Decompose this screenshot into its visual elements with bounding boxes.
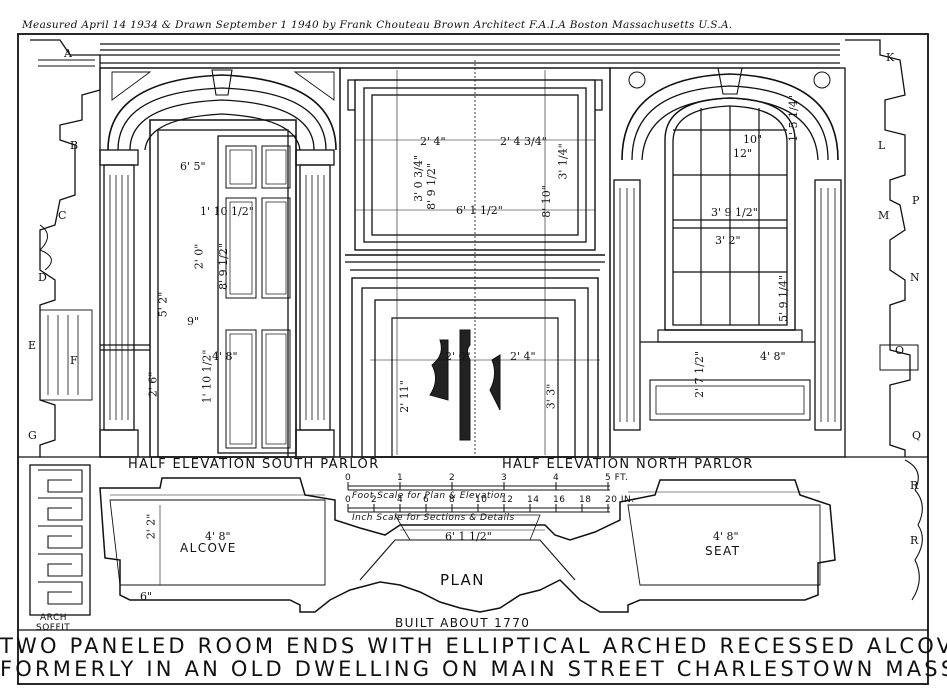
section-key-letter: E	[28, 339, 37, 352]
scale-tick-label: 5 FT.	[605, 473, 629, 483]
section-key-letter: C	[58, 209, 67, 222]
scale-tick-label: 4	[397, 495, 404, 505]
section-key-letter: G	[28, 429, 37, 442]
dim-label: 4' 8"	[205, 530, 231, 543]
dim-label: 5' 2"	[156, 291, 170, 318]
dim-label: 4' 8"	[760, 350, 786, 363]
scale-tick-label: 0	[345, 495, 352, 505]
section-key-letter: L	[878, 139, 886, 152]
seat-label: SEAT	[705, 544, 741, 558]
right-profile-section	[845, 39, 923, 601]
dim-label: 2' 2"	[144, 513, 158, 540]
scale-tick-label: 3	[501, 473, 508, 483]
dim-label: 12"	[733, 147, 753, 160]
scale-tick-label: 12	[501, 495, 514, 505]
dim-label: 6' 1 1/2"	[456, 204, 503, 217]
scale-tick-label: 4	[553, 473, 560, 483]
dim-label: 6' 1 1/2"	[445, 530, 492, 543]
dim-label: 9"	[187, 315, 200, 328]
inch-scale-bar	[347, 504, 610, 513]
scale-tick-label: 0	[345, 473, 352, 483]
north-alcove	[609, 67, 846, 458]
section-key-letter: P	[912, 194, 920, 207]
dim-label: 8' 10"	[539, 185, 553, 218]
section-key-letter: B	[70, 139, 79, 152]
dim-label: 8' 9 1/2"	[216, 243, 230, 290]
section-key-letter: A	[64, 47, 72, 60]
dim-label: 2' 6"	[146, 371, 160, 398]
dim-label: 3' 9 1/2"	[711, 206, 758, 219]
section-key-letter: F	[70, 354, 78, 367]
dim-label: 2' 4"	[420, 135, 446, 148]
scale-tick-label: 10	[475, 495, 488, 505]
drawing-border	[17, 33, 929, 685]
foot-scale-label: Foot Scale for Plan & Elevation	[352, 491, 507, 501]
title-line-1: TWO PANELED ROOM ENDS WITH ELLIPTICAL AR…	[0, 634, 947, 658]
cornice	[100, 43, 840, 69]
dim-label: 8' 9 1/2"	[424, 163, 438, 210]
chimney-breast	[339, 60, 611, 458]
dim-label: 2' 0"	[192, 243, 206, 270]
scale-tick-label: 6	[423, 495, 430, 505]
scale-tick-label: 14	[527, 495, 540, 505]
inch-scale-label: Inch Scale for Sections & Details	[352, 513, 515, 523]
north-parlor-caption: HALF ELEVATION NORTH PARLOR	[502, 457, 754, 472]
dim-label: 4' 8"	[212, 350, 238, 363]
dim-label: 6' 5"	[180, 160, 206, 173]
scale-tick-label: 8	[449, 495, 456, 505]
scale-tick-label: 16	[553, 495, 566, 505]
south-parlor-caption: HALF ELEVATION SOUTH PARLOR	[128, 457, 380, 472]
left-profile-section	[30, 39, 101, 457]
scale-tick-label: 2	[449, 473, 456, 483]
alcove-label: ALCOVE	[180, 541, 237, 555]
dim-label: 1' 5 1/4"	[786, 95, 800, 142]
arch-soffit-label-2: SOFFIT	[36, 623, 71, 633]
section-key-letter: R	[910, 534, 919, 547]
dim-label: 2' 4"	[510, 350, 536, 363]
foot-scale-bar	[347, 482, 610, 491]
floor-plan	[99, 477, 836, 613]
plan-label: PLAN	[440, 571, 485, 589]
section-key-letter: R	[910, 479, 919, 492]
scale-tick-label: 2	[371, 495, 378, 505]
scale-tick-label: 1	[397, 473, 404, 483]
dim-label: 2' 11"	[397, 380, 411, 413]
dim-label: 5' 9 1/4"	[776, 275, 790, 322]
dim-label: 3' 3"	[544, 383, 558, 410]
dim-label: 2' 0"	[445, 350, 471, 363]
dim-label: 3' 1/4"	[556, 143, 570, 180]
arch-soffit-fret	[29, 464, 91, 616]
dim-label: 10"	[743, 133, 763, 146]
dim-label: 4' 8"	[713, 530, 739, 543]
dim-label: 1' 10 1/2"	[200, 205, 254, 218]
section-key-letter: K	[886, 51, 895, 64]
section-key-letter: Q	[912, 429, 922, 442]
built-date-label: BUILT ABOUT 1770	[395, 616, 531, 630]
title-line-2: FORMERLY IN AN OLD DWELLING ON MAIN STRE…	[0, 657, 947, 681]
scale-tick-label: 18	[579, 495, 592, 505]
dim-label: 3' 2"	[715, 234, 741, 247]
arch-soffit-label-1: ARCH	[40, 613, 68, 623]
dim-label: 6"	[140, 590, 153, 603]
section-key-letter: M	[878, 209, 890, 222]
dim-label: 2' 4 3/4"	[500, 135, 547, 148]
section-key-letter: D	[38, 271, 47, 284]
scale-tick-label: 20 IN.	[605, 495, 635, 505]
dim-label: 3' 0 3/4"	[411, 155, 425, 202]
section-key-letter: O	[895, 344, 905, 357]
section-key-letter: N	[910, 271, 920, 284]
dim-label: 2' 7 1/2"	[692, 351, 706, 398]
drawing-credit: Measured April 14 1934 & Drawn September…	[22, 19, 733, 31]
